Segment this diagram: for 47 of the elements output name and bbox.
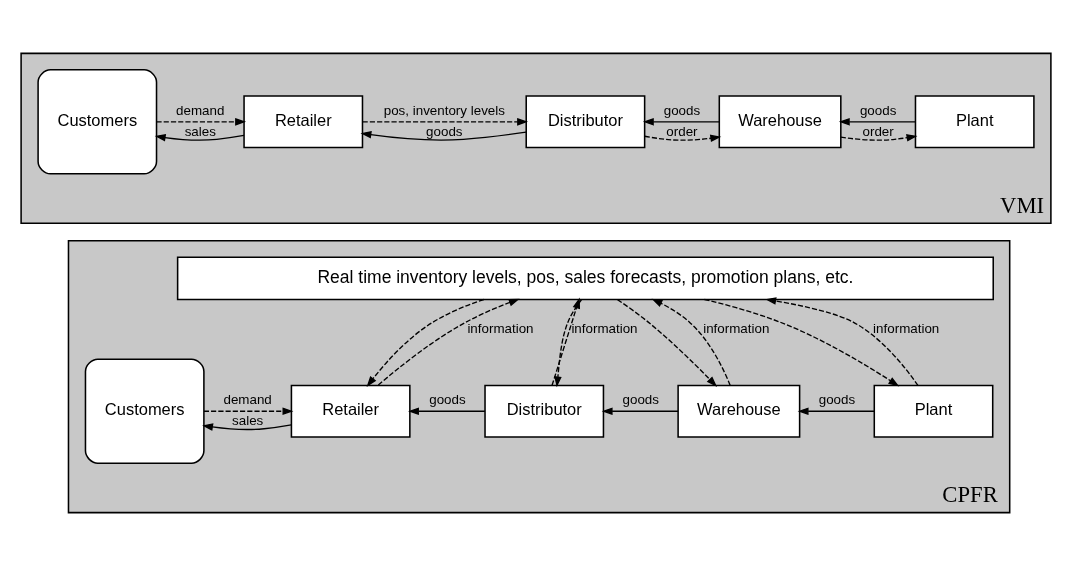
arrow: [840, 133, 918, 142]
edge-label: goods: [859, 102, 897, 118]
arrow: [651, 298, 731, 386]
arrow: [765, 296, 919, 386]
arrow: [644, 134, 722, 142]
edge-label: information: [571, 320, 638, 336]
edge-label: order: [862, 123, 894, 139]
node-box: Plant: [873, 384, 994, 438]
arrow: [838, 117, 917, 126]
edge-label: demand: [223, 391, 272, 407]
arrow: [362, 117, 529, 126]
edge-label: information: [873, 320, 940, 336]
arrow: [642, 117, 720, 126]
node-box: Distributor: [484, 384, 605, 438]
edge-label: goods: [663, 102, 701, 118]
node-box: Retailer: [243, 94, 364, 148]
edge-label: goods: [429, 391, 466, 407]
edge-label: goods: [622, 391, 660, 407]
arrow: [155, 117, 247, 126]
arrow: [202, 422, 292, 431]
edge-label: goods: [818, 391, 856, 407]
edge-label: goods: [426, 123, 463, 139]
node-box: Warehouse: [718, 94, 842, 148]
node-box: Real time inventory levels, pos, sales forecasts, promotion plans, etc.: [176, 256, 994, 300]
arrow: [366, 298, 485, 387]
node-box: Customers: [84, 357, 205, 464]
arrow: [360, 130, 527, 141]
node-box: Warehouse: [677, 384, 801, 438]
edge-label: information: [467, 320, 534, 336]
arrow: [601, 406, 679, 415]
node-box: Customers: [37, 68, 158, 175]
node-box: Retailer: [290, 384, 411, 438]
arrow: [408, 406, 486, 415]
node-box: Plant: [914, 94, 1035, 148]
edge-label: sales: [232, 412, 264, 428]
edge-label: demand: [176, 102, 225, 118]
arrow: [703, 298, 900, 386]
arrow: [797, 406, 875, 415]
arrow: [616, 298, 718, 387]
arrow: [203, 406, 294, 415]
edge-label: order: [666, 123, 698, 139]
edge-label: pos, inventory levels: [383, 102, 505, 118]
arrow: [154, 133, 245, 141]
edge-label: information: [703, 320, 770, 336]
edge-label: sales: [184, 123, 216, 139]
node-box: Distributor: [525, 94, 646, 148]
arrow: [377, 298, 520, 386]
